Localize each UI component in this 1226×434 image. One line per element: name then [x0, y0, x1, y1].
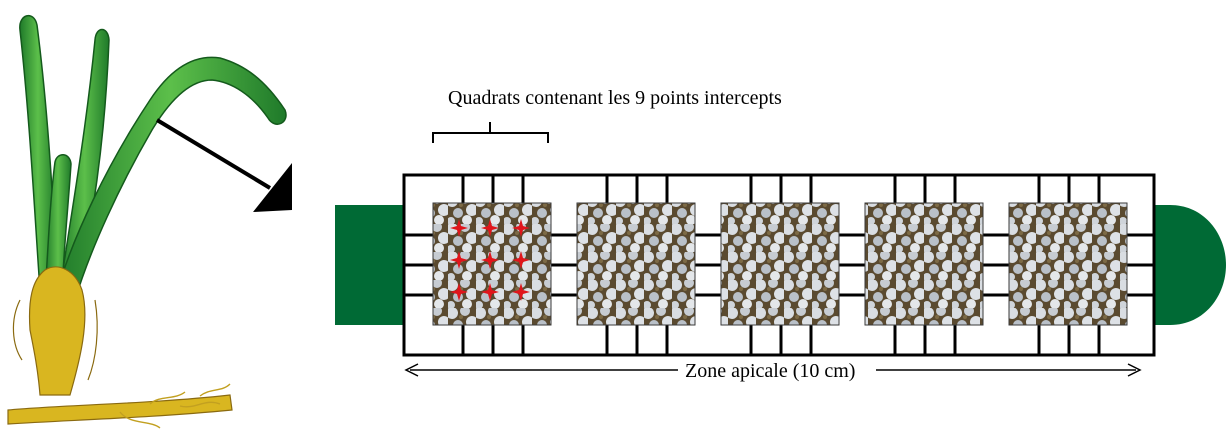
intercept-point-icon [450, 219, 468, 237]
intercept-point-icon [450, 283, 468, 301]
seagrass-plant-illustration [7, 15, 287, 429]
zone-label: Zone apicale (10 cm) [685, 360, 855, 382]
leaf-left-stub [335, 205, 405, 325]
epiphyte-photo [432, 202, 552, 326]
epiphyte-photo [864, 202, 984, 326]
zone-arrowhead-right [1127, 363, 1142, 377]
quadrat-bracket [432, 122, 549, 143]
epiphyte-photo [1008, 202, 1128, 326]
plant-base [7, 266, 233, 425]
leaf-segment [335, 205, 1226, 325]
quadrat-4 [864, 175, 984, 355]
plant-leaves [19, 15, 287, 301]
intercept-point-icon [481, 251, 499, 269]
quadrat-2 [576, 175, 696, 355]
intercept-point-icon [450, 251, 468, 269]
leaf-right-tip [1153, 205, 1226, 325]
quadrat-5 [1008, 175, 1128, 355]
intercept-point-icon [512, 283, 530, 301]
epiphyte-photo [720, 202, 840, 326]
quadrats-group [432, 175, 1128, 355]
intercept-point-icon [481, 283, 499, 301]
quadrat-3 [720, 175, 840, 355]
quadrat-1 [432, 175, 552, 355]
intercept-point-icon [512, 219, 530, 237]
plant-roots [119, 383, 231, 429]
apical-zone-annotation: Zone apicale (10 cm) [404, 358, 1142, 382]
epiphyte-photo [576, 202, 696, 326]
intercept-point-icon [481, 219, 499, 237]
zone-label-bg [678, 358, 876, 382]
intercept-point-icon [512, 251, 530, 269]
quadrats-label: Quadrats contenant les 9 points intercep… [448, 87, 782, 109]
quadrats-annotation: Quadrats contenant les 9 points intercep… [432, 87, 782, 143]
arrow-icon [155, 118, 292, 212]
zone-arrowhead-left [404, 363, 419, 377]
